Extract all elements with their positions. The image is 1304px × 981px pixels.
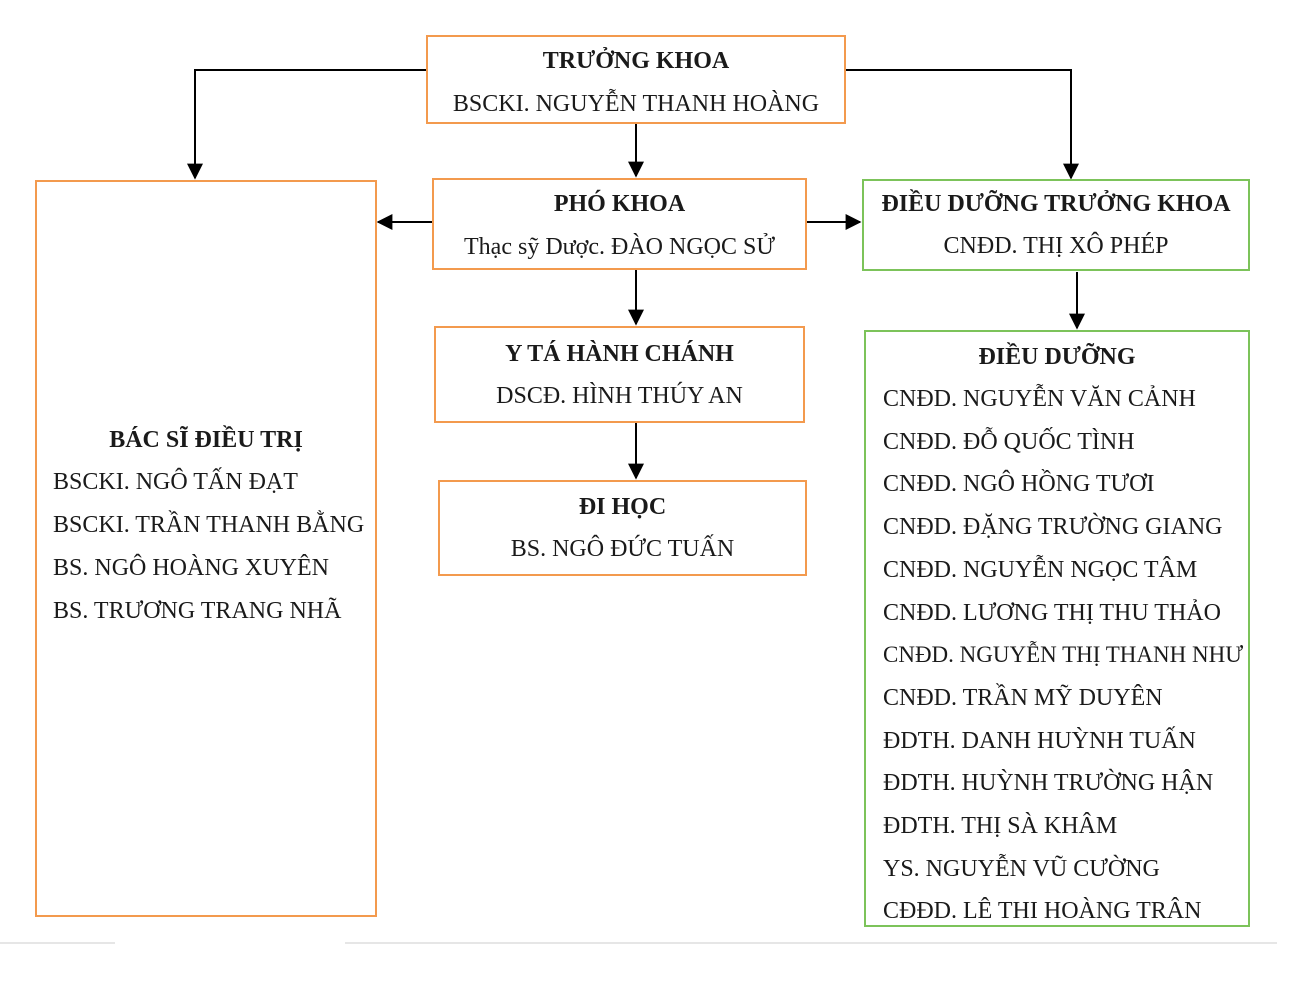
deputy-head-box: PHÓ KHOA Thạc sỹ Dược. ĐÀO NGỌC SỬ (432, 178, 807, 270)
head-nurse-box: ĐIỀU DƯỠNG TRƯỞNG KHOA CNĐD. THỊ XÔ PHÉP (862, 179, 1250, 271)
admin-nurse-title: Y TÁ HÀNH CHÁNH (505, 341, 734, 367)
admin-nurse-person: DSCĐ. HÌNH THÚY AN (496, 383, 743, 409)
arrow-head-to-head-nurse (846, 69, 1079, 180)
bottom-divider-left (0, 942, 115, 944)
list-item: CNĐD. NGUYỄN NGỌC TÂM (883, 556, 1198, 583)
bottom-divider-right (345, 942, 1277, 944)
list-item: BSCKI. NGÔ TẤN ĐẠT (53, 469, 298, 495)
list-item: CNĐD. LƯƠNG THỊ THU THẢO (883, 599, 1221, 626)
list-item: CNĐD. ĐỖ QUỐC TÌNH (883, 428, 1135, 455)
arrow-head-to-doctors (187, 69, 426, 180)
doctors-box: BÁC SĨ ĐIỀU TRỊ BSCKI. NGÔ TẤN ĐẠT BSCKI.… (35, 180, 377, 917)
list-item: ĐDTH. THỊ SÀ KHÂM (883, 813, 1118, 839)
list-item: BS. TRƯƠNG TRANG NHÃ (53, 598, 342, 624)
list-item: YS. NGUYỄN VŨ CƯỜNG (883, 855, 1160, 882)
doctors-title: BÁC SĨ ĐIỀU TRỊ (109, 427, 303, 453)
list-item: CNĐD. NGÔ HỒNG TƯƠI (883, 471, 1155, 498)
admin-nurse-box: Y TÁ HÀNH CHÁNH DSCĐ. HÌNH THÚY AN (434, 326, 805, 423)
list-item: ĐDTH. DANH HUỲNH TUẤN (883, 727, 1196, 754)
study-title: ĐI HỌC (578, 494, 667, 520)
list-item: BS. NGÔ HOÀNG XUYÊN (53, 555, 329, 581)
list-item: CĐĐD. LÊ THI HOÀNG TRÂN (883, 898, 1202, 925)
list-item: CNĐD. NGUYỄN THỊ THANH NHƯ (883, 642, 1244, 668)
head-nurse-title: ĐIỀU DƯỠNG TRƯỞNG KHOA (881, 191, 1231, 217)
nurses-box: ĐIỀU DƯỠNG CNĐD. NGUYỄN VĂN CẢNH CNĐD. ĐỖ… (864, 330, 1250, 927)
study-leave-box: ĐI HỌC BS. NGÔ ĐỨC TUẤN (438, 480, 807, 576)
list-item: BSCKI. TRẦN THANH BẰNG (53, 512, 365, 538)
list-item: CNĐD. ĐẶNG TRƯỜNG GIANG (883, 514, 1223, 541)
head-nurse-person: CNĐD. THỊ XÔ PHÉP (943, 233, 1169, 259)
list-item: CNĐD. TRẦN MỸ DUYÊN (883, 684, 1163, 711)
head-person: BSCKI. NGUYỄN THANH HOÀNG (452, 91, 820, 117)
nurses-title: ĐIỀU DƯỠNG (978, 344, 1136, 370)
list-item: ĐDTH. HUỲNH TRƯỜNG HẬN (883, 770, 1214, 797)
deputy-person: Thạc sỹ Dược. ĐÀO NGỌC SỬ (464, 234, 775, 260)
study-person: BS. NGÔ ĐỨC TUẤN (510, 536, 735, 562)
head-of-department-box: TRƯỞNG KHOA BSCKI. NGUYỄN THANH HOÀNG (426, 35, 846, 124)
list-item: CNĐD. NGUYỄN VĂN CẢNH (883, 386, 1196, 412)
head-title: TRƯỞNG KHOA (542, 48, 730, 74)
deputy-title: PHÓ KHOA (553, 191, 686, 217)
